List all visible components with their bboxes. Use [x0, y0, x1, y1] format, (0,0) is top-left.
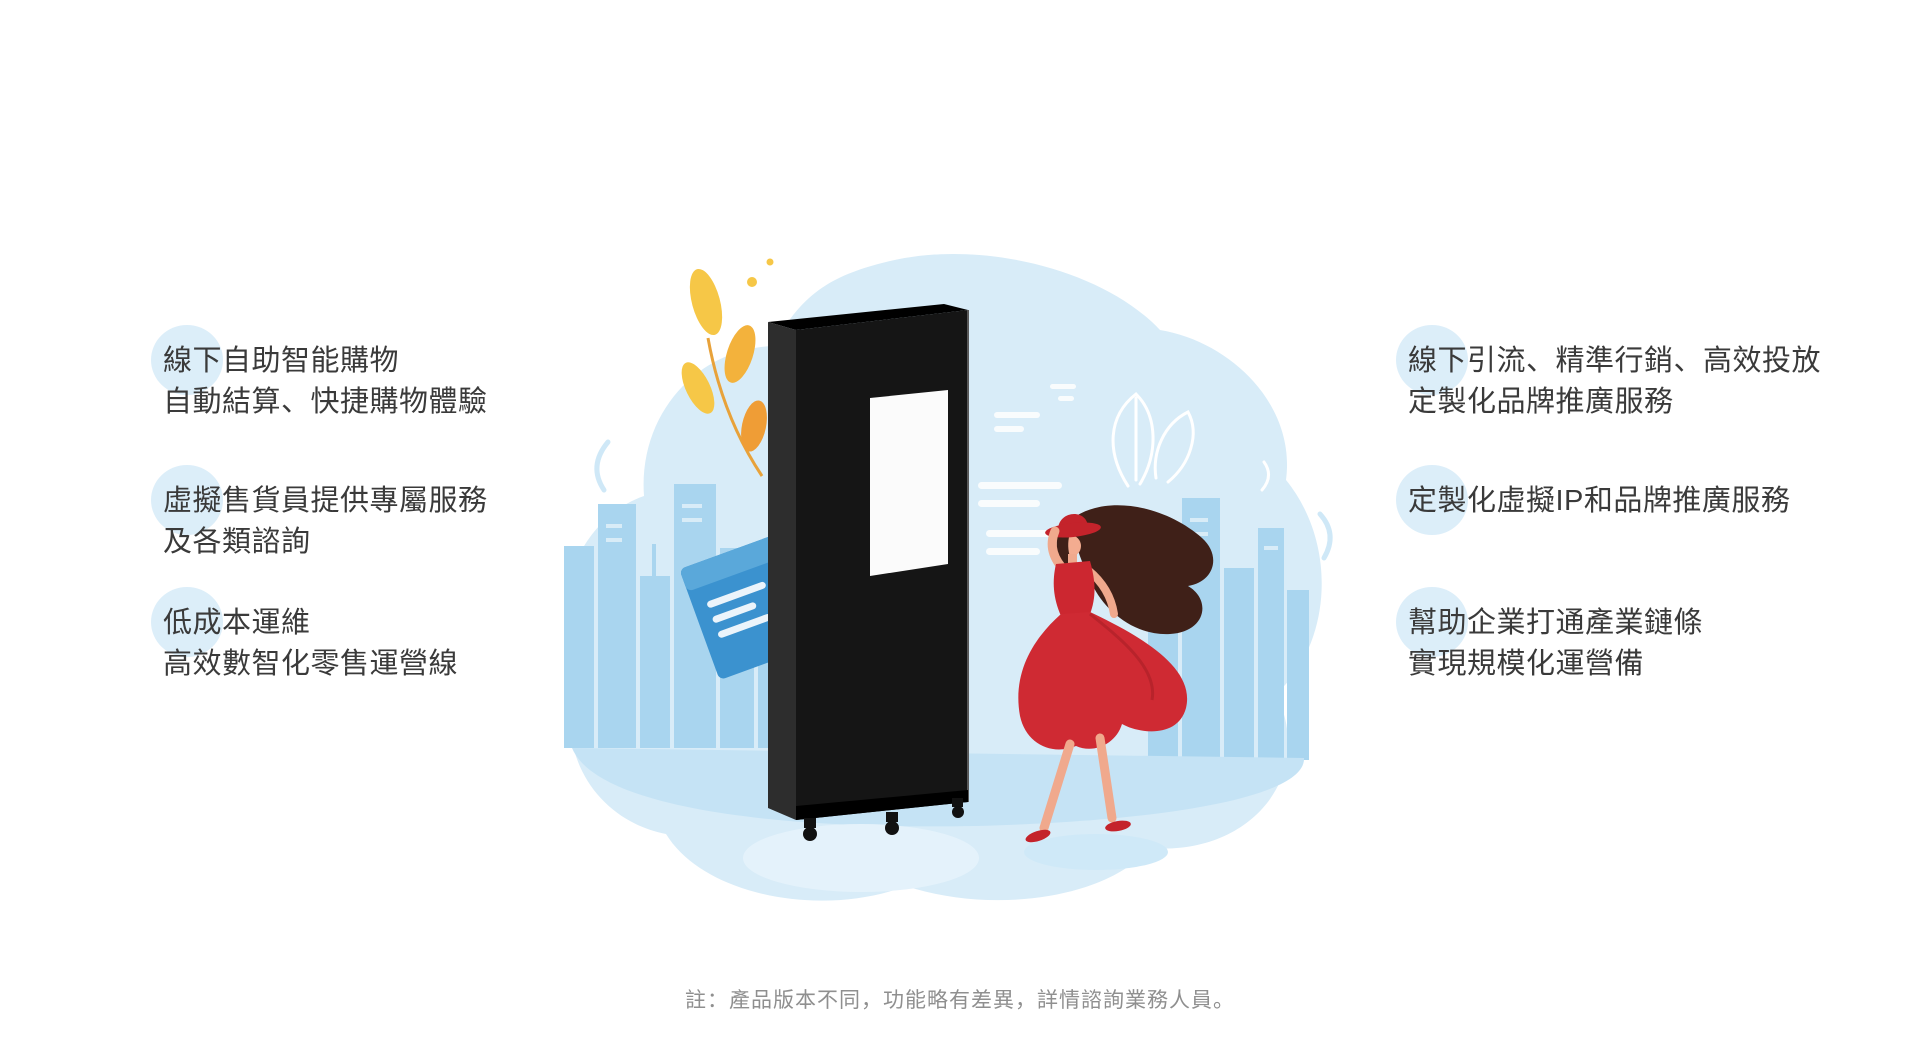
feature-line: 自動結算、快捷購物體驗 [163, 386, 488, 418]
highlight-blob [1396, 325, 1468, 395]
feature-low-cost-ops: 低成本運維 高效數智化零售運營線 [151, 587, 459, 685]
woman [1018, 505, 1214, 843]
woman-skirt [1018, 612, 1188, 750]
scene-svg [564, 253, 1333, 901]
feature-industry-chain: 幫助企業打通產業鏈條 實現規模化運營備 [1396, 587, 1704, 685]
woman-leg-left [1039, 739, 1075, 833]
feature-line: 高效數智化零售運營線 [163, 648, 459, 680]
city-skyline-left-windows [606, 504, 702, 542]
feature-line: 線下自助智能購物 [163, 345, 400, 377]
highlight-blob [1396, 587, 1468, 657]
machine-side [768, 322, 796, 820]
woman-leg-right [1095, 733, 1117, 823]
highlight-blob [151, 465, 223, 535]
feature-line: 低成本運維 [163, 607, 311, 639]
feature-line: 幫助企業打通產業鏈條 [1408, 607, 1704, 639]
woman-bodice [1053, 561, 1095, 616]
woman-shoe-left [1025, 829, 1051, 843]
decor-text-lines [978, 384, 1076, 555]
chimney-smoke [1260, 460, 1270, 492]
feature-custom-ip: 定製化虛擬IP和品牌推廣服務 [1396, 465, 1791, 535]
decor-arc-left [594, 439, 611, 493]
woman-neck [1068, 554, 1077, 566]
vending-machine [768, 304, 969, 841]
feature-line: 定製化品牌推廣服務 [1408, 386, 1674, 418]
city-skyline-right-windows [1190, 518, 1278, 550]
feature-line: 定製化虛擬IP和品牌推廣服務 [1408, 485, 1791, 517]
decor-leaf-outline [1111, 391, 1195, 488]
machine-shadow [743, 824, 979, 892]
illustration-smart-retail [556, 246, 1356, 926]
highlight-blob [151, 587, 223, 657]
decor-arc-right [1317, 511, 1333, 561]
highlight-blob [1396, 465, 1468, 535]
woman-hat [1045, 513, 1101, 538]
woman-shadow [1024, 834, 1168, 870]
feature-line: 實現規模化運營備 [1408, 648, 1645, 680]
woman-skirt-fold [1089, 612, 1155, 701]
machine-screen [870, 390, 948, 576]
feature-line: 及各類諮詢 [163, 526, 311, 558]
feature-traffic-marketing: 線下引流、精準行銷、高效投放 定製化品牌推廣服務 [1396, 325, 1822, 423]
feature-line: 線下引流、精準行銷、高效投放 [1408, 345, 1822, 377]
footnote: 註：產品版本不同，功能略有差異，詳情諮詢業務人員。 [685, 989, 1235, 1012]
machine-casters [803, 798, 964, 841]
machine-base [796, 790, 968, 820]
highlight-blob [151, 325, 223, 395]
feature-self-shopping: 線下自助智能購物 自動結算、快捷購物體驗 [151, 325, 488, 423]
woman-shoe-right [1105, 820, 1131, 832]
machine-top [768, 304, 968, 330]
feature-line: 虛擬售貨員提供專屬服務 [163, 485, 488, 517]
feature-virtual-clerk: 虛擬售貨員提供專屬服務 及各類諮詢 [151, 465, 488, 563]
